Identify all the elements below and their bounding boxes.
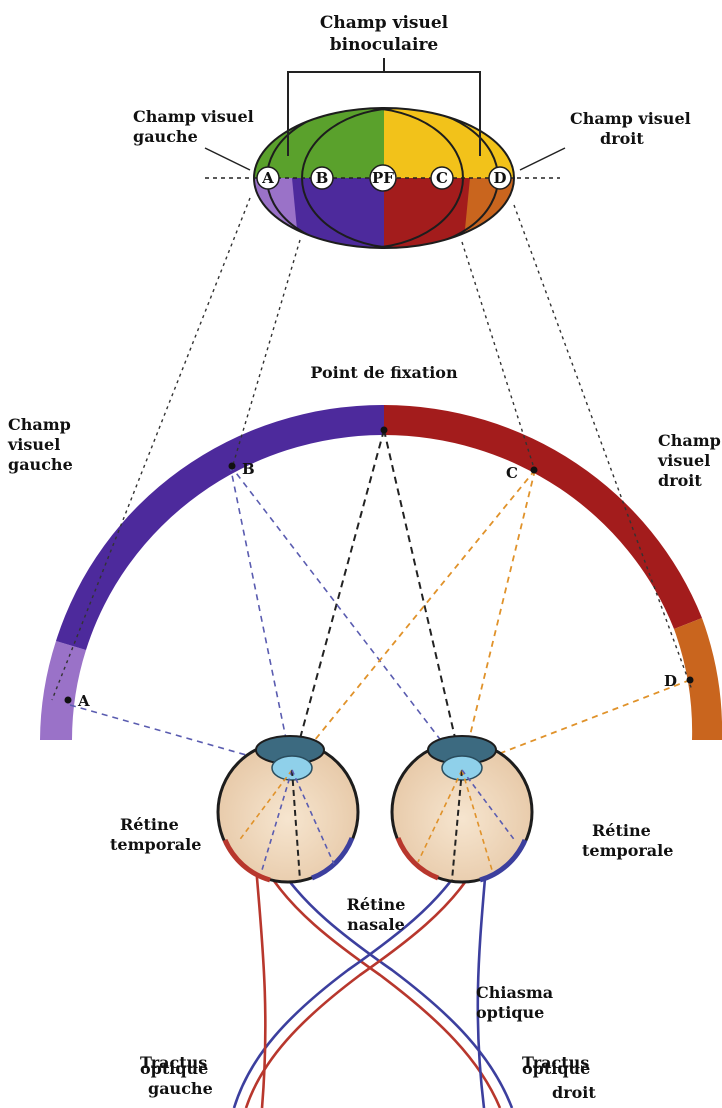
- ellipse-point-c: C: [431, 167, 453, 189]
- svg-text:B: B: [316, 169, 329, 187]
- fixation-point-label: Point de fixation: [310, 363, 458, 382]
- left-temporal-retina-label-line2: temporale: [110, 835, 201, 854]
- right-field-pointer: [520, 148, 565, 170]
- projection-lines: [52, 198, 692, 700]
- chiasma-label-line1: Chiasma: [476, 983, 553, 1002]
- top-right-field-label-line1: Champ visuel: [570, 109, 691, 128]
- svg-text:A: A: [77, 692, 90, 710]
- nasal-retina-label-line1: Rétine: [347, 895, 406, 914]
- top-left-field-label-line2: gauche: [133, 127, 198, 146]
- svg-text:PF: PF: [372, 169, 394, 187]
- svg-text:C: C: [436, 169, 448, 187]
- chiasma-label-line2: optique: [476, 1003, 544, 1022]
- binocular-field-title-line1: Champ visuel: [320, 13, 449, 33]
- top-right-field-label-line2: droit: [600, 129, 644, 148]
- left-tract-label-line3: gauche: [148, 1079, 213, 1098]
- arc-left-field-label-line2: visuel: [7, 435, 60, 454]
- svg-text:A: A: [261, 169, 274, 187]
- ellipse-point-a: A: [257, 167, 279, 189]
- ellipse-point-pf: PF: [370, 165, 396, 191]
- arc-point-b: B: [229, 460, 255, 478]
- right-temporal-retina-label-line1: Rétine: [592, 821, 651, 840]
- svg-text:D: D: [493, 169, 506, 187]
- binocular-field-title-line2: binoculaire: [330, 35, 439, 55]
- left-eye: [218, 736, 358, 882]
- left-field-pointer: [205, 148, 250, 170]
- ellipse-point-d: D: [489, 167, 511, 189]
- nasal-retina-label-line2: nasale: [347, 915, 405, 934]
- arc-right-field-label-line2: visuel: [657, 451, 710, 470]
- left-tract-label-line2: optique: [140, 1059, 208, 1078]
- right-tract-label-line3: droit: [552, 1083, 596, 1102]
- left-temporal-retina-label-line1: Rétine: [120, 815, 179, 834]
- right-eye: [392, 736, 532, 882]
- visual-field-arc: [40, 405, 722, 740]
- arc-left-field-label-line3: gauche: [8, 455, 73, 474]
- arc-right-field-label-line1: Champ: [658, 431, 721, 450]
- svg-text:C: C: [506, 464, 518, 482]
- right-tract-label-line2: optique: [522, 1059, 590, 1078]
- right-temporal-retina-label-line2: temporale: [582, 841, 673, 860]
- arc-right-field-label-line3: droit: [658, 471, 702, 490]
- svg-text:B: B: [242, 460, 255, 478]
- svg-text:D: D: [664, 672, 677, 690]
- ellipse-point-b: B: [311, 167, 333, 189]
- arc-left-field-label-line1: Champ: [8, 415, 71, 434]
- arc-point-pf: [381, 427, 388, 434]
- top-left-field-label-line1: Champ visuel: [133, 107, 254, 126]
